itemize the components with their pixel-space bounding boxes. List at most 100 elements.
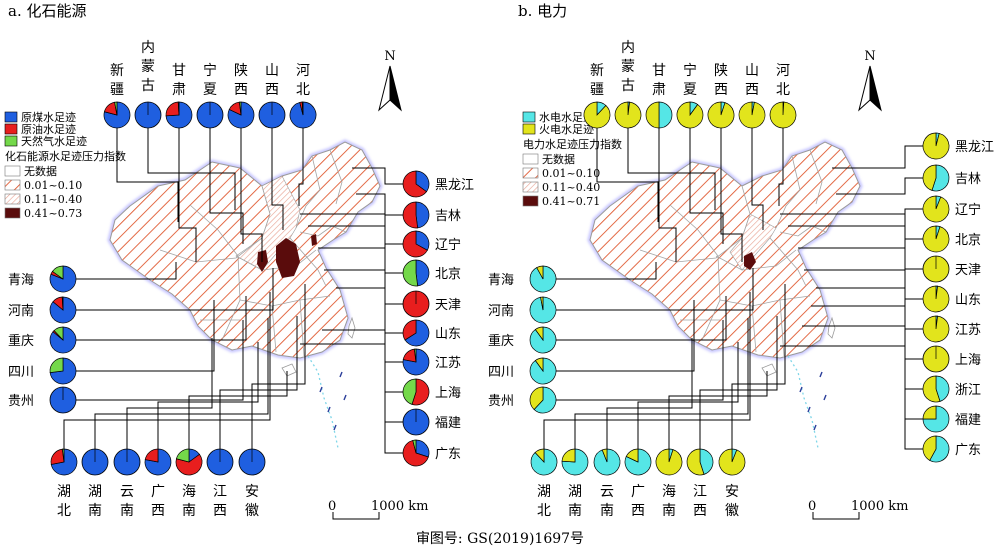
province-label: 夏 xyxy=(683,82,697,98)
legend-swatch xyxy=(522,111,536,123)
pie-浙江 xyxy=(922,375,950,403)
province-label: 山东 xyxy=(955,293,981,308)
province-label: 广 xyxy=(151,484,165,500)
province-label: 海 xyxy=(662,484,676,500)
pie-slice xyxy=(238,101,242,116)
legend-class-label: 0.01~0.10 xyxy=(542,167,600,180)
leader-line xyxy=(240,128,263,262)
province-label: 湖 xyxy=(88,484,102,500)
pie-辽宁 xyxy=(402,230,430,258)
pie-slice xyxy=(655,448,683,476)
legend-index-title: 电力水足迹压力指数 xyxy=(523,137,622,151)
leader-line xyxy=(658,128,677,262)
scale-zero: 0 xyxy=(808,499,816,514)
province-label: 浙江 xyxy=(955,383,981,398)
province-label: 甘 xyxy=(652,63,666,79)
pie-江苏 xyxy=(922,315,950,343)
pie-slice xyxy=(707,101,735,129)
pie-湖南 xyxy=(561,448,589,476)
pie-slice xyxy=(402,378,417,405)
province-label: 内 xyxy=(141,40,155,56)
province-label: 西 xyxy=(714,82,728,98)
pie-河北 xyxy=(289,101,317,129)
south-sea-island-mark xyxy=(813,424,817,431)
pie-slice xyxy=(738,101,766,129)
pie-重庆 xyxy=(49,326,77,354)
province-label: 青海 xyxy=(8,273,34,288)
province-label: 南 xyxy=(600,503,614,519)
legend-class-swatch xyxy=(522,195,539,207)
leader-line xyxy=(300,343,403,454)
pie-甘肃 xyxy=(645,101,673,129)
pie-河南 xyxy=(529,296,557,324)
province-label: 河 xyxy=(296,63,310,79)
province-border xyxy=(189,204,241,341)
pie-海南 xyxy=(655,448,683,476)
north-label: N xyxy=(864,49,875,64)
province-label: 疆 xyxy=(590,82,604,98)
pie-slice xyxy=(614,101,642,129)
province-label: 江 xyxy=(213,484,227,500)
province-label: 吉林 xyxy=(435,209,461,224)
pie-内蒙古 xyxy=(134,101,162,129)
province-label: 贵州 xyxy=(488,394,514,409)
province-label: 山东 xyxy=(435,327,461,342)
province-label: 西 xyxy=(213,503,227,519)
south-sea-island-mark xyxy=(327,406,331,413)
legend-class-label: 无数据 xyxy=(24,164,57,178)
leader-line xyxy=(271,128,284,230)
pie-slice xyxy=(413,348,417,363)
pie-吉林 xyxy=(922,164,950,192)
pie-四川 xyxy=(529,357,557,385)
pie-slice xyxy=(534,357,544,373)
province-label: 宁 xyxy=(683,62,697,79)
pie-天津 xyxy=(922,255,950,283)
north-arrow-left xyxy=(378,65,391,112)
south-sea-island-mark xyxy=(319,386,323,393)
pie-黑龙江 xyxy=(402,170,430,198)
province-label: 重庆 xyxy=(8,333,34,349)
pie-北京 xyxy=(922,225,950,253)
province-label: 南 xyxy=(120,503,134,519)
pie-slice xyxy=(929,435,950,463)
leader-line xyxy=(556,320,724,401)
pie-广西 xyxy=(144,448,172,476)
province-label: 云 xyxy=(120,484,134,500)
province-label: 南 xyxy=(182,503,196,519)
province-label: 夏 xyxy=(203,82,217,98)
pie-slice xyxy=(402,230,428,258)
pie-slice xyxy=(922,225,950,253)
province-label: 新 xyxy=(590,63,604,79)
pie-slice xyxy=(561,448,576,463)
province-label: 蒙 xyxy=(621,59,635,75)
legend-label: 水电水足迹 xyxy=(539,111,594,124)
pie-青海 xyxy=(529,265,557,293)
province-label: 古 xyxy=(621,78,635,94)
panel-b: b. 电力N水电水足迹火电水足迹电力水足迹压力指数无数据0.01~0.100.1… xyxy=(488,2,994,520)
pie-宁夏 xyxy=(676,101,704,129)
pie-slice xyxy=(175,453,203,476)
province-label: 陕 xyxy=(234,63,248,79)
north-arrow-right xyxy=(389,65,402,112)
leader-line xyxy=(556,296,727,341)
pie-slice xyxy=(529,386,544,410)
south-sea-island-mark xyxy=(339,371,343,378)
pie-slice xyxy=(402,259,419,287)
pie-上海 xyxy=(402,378,430,406)
pie-slice xyxy=(922,195,950,223)
province-label: 蒙 xyxy=(141,59,155,75)
province-label: 宁 xyxy=(203,62,217,79)
pie-青海 xyxy=(49,265,77,293)
leader-line xyxy=(157,342,259,449)
province-label: 江 xyxy=(693,484,707,500)
province-border xyxy=(775,155,801,229)
north-label: N xyxy=(384,49,395,64)
pie-新疆 xyxy=(583,101,611,129)
pie-slice xyxy=(583,101,611,129)
leader-line xyxy=(76,300,215,372)
leader-line xyxy=(251,284,306,449)
leader-line xyxy=(689,128,724,244)
legend-class-swatch xyxy=(4,207,21,219)
scale-label: 1000 km xyxy=(851,499,908,514)
